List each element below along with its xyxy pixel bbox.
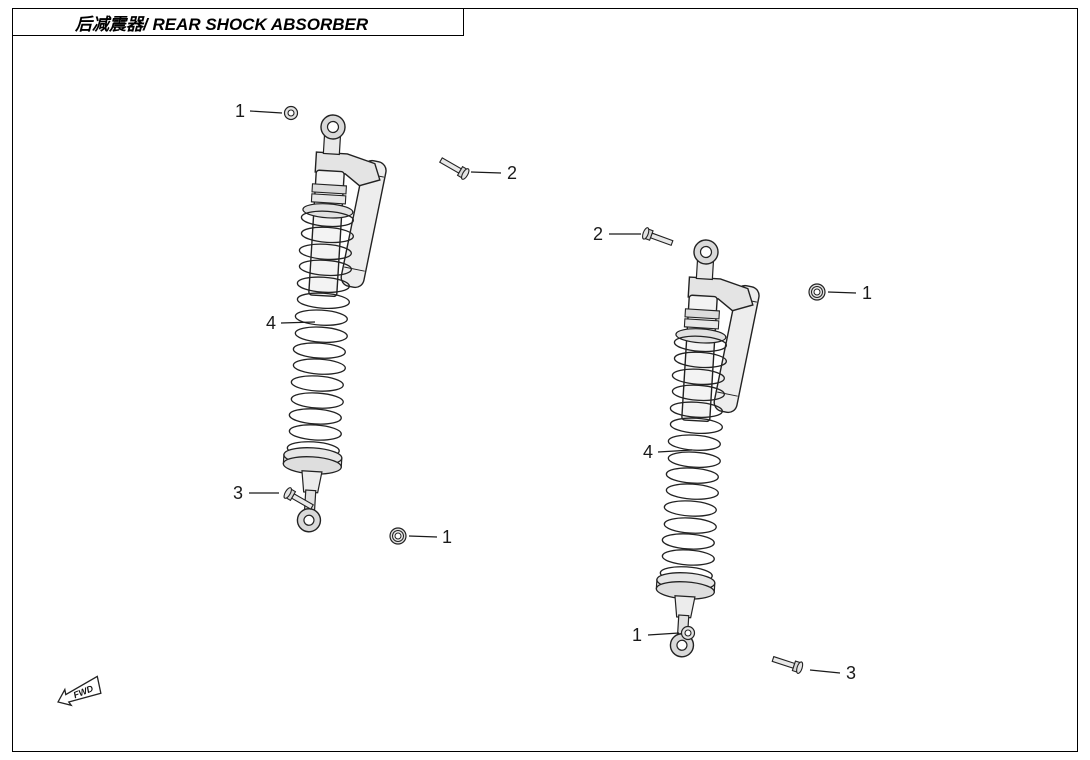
callout-label: 4 — [266, 313, 276, 333]
callout-label: 3 — [846, 663, 856, 683]
callout-left-bottom-nut: 1 — [408, 527, 452, 547]
bolt-part-right-top — [640, 226, 675, 250]
page-title: 后减震器/ REAR SHOCK ABSORBER — [75, 14, 369, 34]
leader-line — [647, 632, 680, 636]
leader-line — [280, 321, 316, 324]
leader-line — [470, 171, 502, 174]
bolt-part-left-top — [437, 154, 471, 181]
fwd-indicator: FWD — [57, 675, 102, 707]
shock-absorber-left — [278, 112, 392, 536]
callout-right-top-bolt: 2 — [593, 224, 641, 244]
page-border — [12, 8, 1078, 752]
washer-part-left-top — [283, 105, 299, 121]
callout-right-top-nut: 1 — [827, 283, 872, 303]
callout-right-spring: 4 — [643, 442, 693, 462]
callout-left-washer: 1 — [235, 101, 283, 121]
nut-part-left-bottom — [389, 527, 407, 545]
washer-part-right-bottom — [680, 625, 696, 641]
shock-absorber-right — [651, 237, 765, 661]
callout-label: 2 — [507, 163, 517, 183]
callout-label: 1 — [632, 625, 642, 645]
callout-label: 1 — [235, 101, 245, 121]
nut-part-right-top — [808, 283, 826, 301]
leader-line — [408, 535, 438, 538]
leader-line — [827, 291, 857, 294]
leader-line — [249, 110, 283, 114]
callout-left-bottom-bolt: 3 — [233, 483, 279, 503]
callout-label: 2 — [593, 224, 603, 244]
title-box: 后减震器/ REAR SHOCK ABSORBER — [12, 8, 464, 36]
callout-left-spring: 4 — [266, 313, 316, 333]
fwd-arrow-icon — [57, 675, 102, 707]
leader-line — [809, 669, 841, 674]
callout-right-bottom-washer: 1 — [632, 625, 680, 645]
callout-label: 1 — [442, 527, 452, 547]
callout-left-top-bolt: 2 — [470, 163, 517, 183]
callout-label: 4 — [643, 442, 653, 462]
callout-right-bottom-bolt: 3 — [809, 663, 856, 683]
leader-line — [657, 449, 693, 453]
callout-label: 3 — [233, 483, 243, 503]
bolt-part-right-bottom — [770, 652, 805, 675]
callout-label: 1 — [862, 283, 872, 303]
